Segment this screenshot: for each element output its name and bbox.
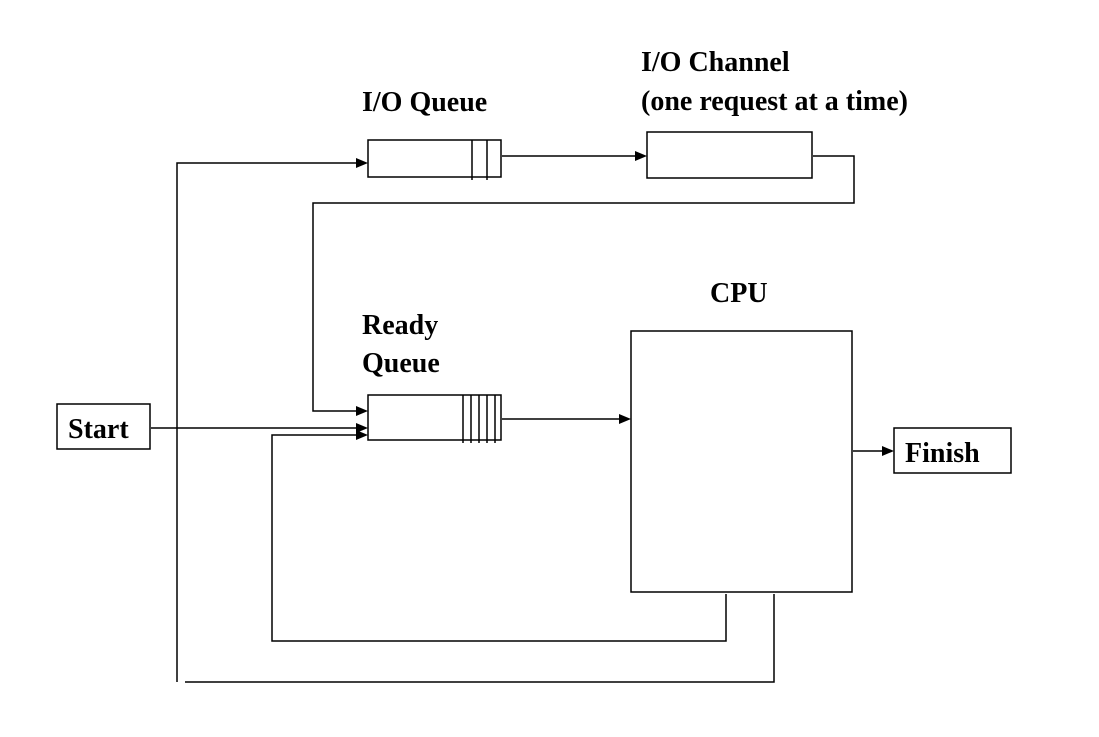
arrowhead-icon [356, 406, 368, 416]
edge-cpu-to-finish [853, 446, 894, 456]
start-box [56, 403, 151, 450]
start-node: Start [56, 403, 151, 450]
io-queue-box [367, 139, 502, 178]
cpu-box [630, 330, 853, 593]
io-channel-label: I/O Channel [641, 47, 790, 78]
ready-queue-label-line2: Queue [362, 348, 440, 379]
arrowhead-icon [619, 414, 631, 424]
cpu-label: CPU [710, 278, 768, 309]
arrowhead-icon [635, 151, 647, 161]
edge-cpu-to-io-queue [176, 158, 775, 683]
io-queue [367, 139, 502, 180]
edge-io-queue-to-io-channel [502, 151, 647, 161]
arrowhead-icon [356, 158, 368, 168]
finish-label: Finish [905, 438, 980, 469]
finish-node: Finish [893, 427, 1012, 474]
ready-queue [367, 394, 502, 443]
edge-cpu-to-ready-queue [271, 430, 727, 642]
edge-ready-queue-to-cpu [502, 414, 631, 424]
arrowhead-icon [356, 423, 368, 433]
io-channel-box [646, 131, 813, 179]
arrowhead-icon [356, 430, 368, 440]
ready-queue-box [367, 394, 502, 441]
edge-start-to-ready-queue [151, 423, 368, 433]
ready-queue-label-line1: Ready [362, 310, 438, 341]
io-queue-label: I/O Queue [362, 87, 487, 118]
io-channel-sublabel: (one request at a time) [641, 86, 908, 117]
finish-box [893, 427, 1012, 474]
edge-io-channel-to-ready-queue [312, 155, 855, 416]
arrowhead-icon [882, 446, 894, 456]
start-label: Start [68, 414, 129, 445]
